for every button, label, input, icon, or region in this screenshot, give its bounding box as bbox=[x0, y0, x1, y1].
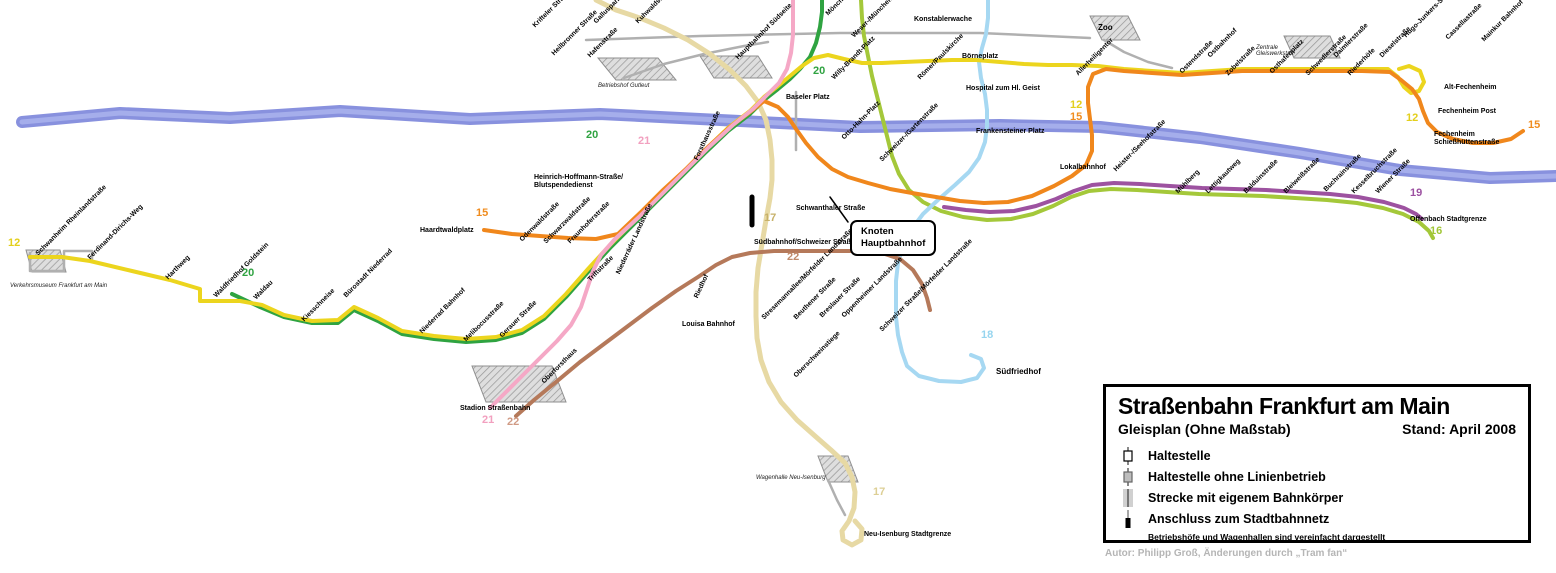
legend-item-haltestelle: Haltestelle bbox=[1118, 445, 1516, 466]
tram-line-knoten-callout bbox=[829, 196, 849, 223]
eigener-bahnkoerper-symbol bbox=[1118, 488, 1138, 508]
legend-item-label: Anschluss zum Stadtbahnnetz bbox=[1148, 511, 1330, 526]
legend-item-stadtbahn-anschluss: Anschluss zum Stadtbahnnetz bbox=[1118, 508, 1516, 529]
river-highlight bbox=[19, 108, 1556, 181]
tram-line-17 bbox=[593, 0, 865, 548]
depot-zentrale-gleiswerkstatt bbox=[1283, 35, 1341, 59]
legend-item-label: Haltestelle ohne Linienbetrieb bbox=[1148, 469, 1326, 484]
gray-track-1 bbox=[622, 40, 770, 80]
depot-betriebshof-gutleut bbox=[596, 57, 678, 81]
stadtbahn-anschluss-symbol bbox=[1118, 509, 1138, 529]
tram-line-22 bbox=[514, 249, 932, 418]
river-main bbox=[16, 105, 1556, 184]
tram-line-19 bbox=[942, 181, 1424, 221]
knoten-hauptbahnhof-label: Knoten Hauptbahnhof bbox=[850, 220, 937, 256]
map-date: Stand: April 2008 bbox=[1402, 421, 1516, 437]
legend-footnote: Betriebshöfe und Wagenhallen sind verein… bbox=[1148, 532, 1386, 542]
legend-item-label: Strecke mit eigenem Bahnkörper bbox=[1148, 490, 1344, 505]
gray-track-5 bbox=[826, 478, 847, 517]
haltestelle-symbol bbox=[1118, 446, 1138, 466]
gray-tracks bbox=[28, 31, 1174, 517]
gray-track-3 bbox=[28, 249, 94, 273]
gray-track-0 bbox=[584, 31, 1092, 42]
legend-items: Haltestelle Haltestelle ohne Linienbetri… bbox=[1118, 445, 1516, 529]
gray-track-2 bbox=[1102, 38, 1174, 70]
legend-panel: Straßenbahn Frankfurt am Main Gleisplan … bbox=[1103, 384, 1531, 543]
author-credit: Autor: Philipp Groß, Änderungen durch „T… bbox=[1105, 548, 1348, 559]
haltestelle-ohne-linienbetrieb-symbol bbox=[1118, 467, 1138, 487]
tram-line-16 bbox=[859, 0, 1435, 240]
legend-item-label: Haltestelle bbox=[1148, 448, 1211, 463]
tram-line-20 bbox=[230, 0, 824, 344]
legend-item-eigener-bahnkoerper: Strecke mit eigenem Bahnkörper bbox=[1118, 487, 1516, 508]
map-title: Straßenbahn Frankfurt am Main bbox=[1118, 393, 1450, 419]
depot-zoo-yard bbox=[1089, 15, 1141, 41]
depot-schwanheim-terminal bbox=[25, 249, 67, 273]
tram-line-21 bbox=[488, 0, 795, 410]
legend-item-haltestelle-ohne-linienbetrieb: Haltestelle ohne Linienbetrieb bbox=[1118, 466, 1516, 487]
map-subtitle: Gleisplan (Ohne Maßstab) bbox=[1118, 421, 1291, 437]
